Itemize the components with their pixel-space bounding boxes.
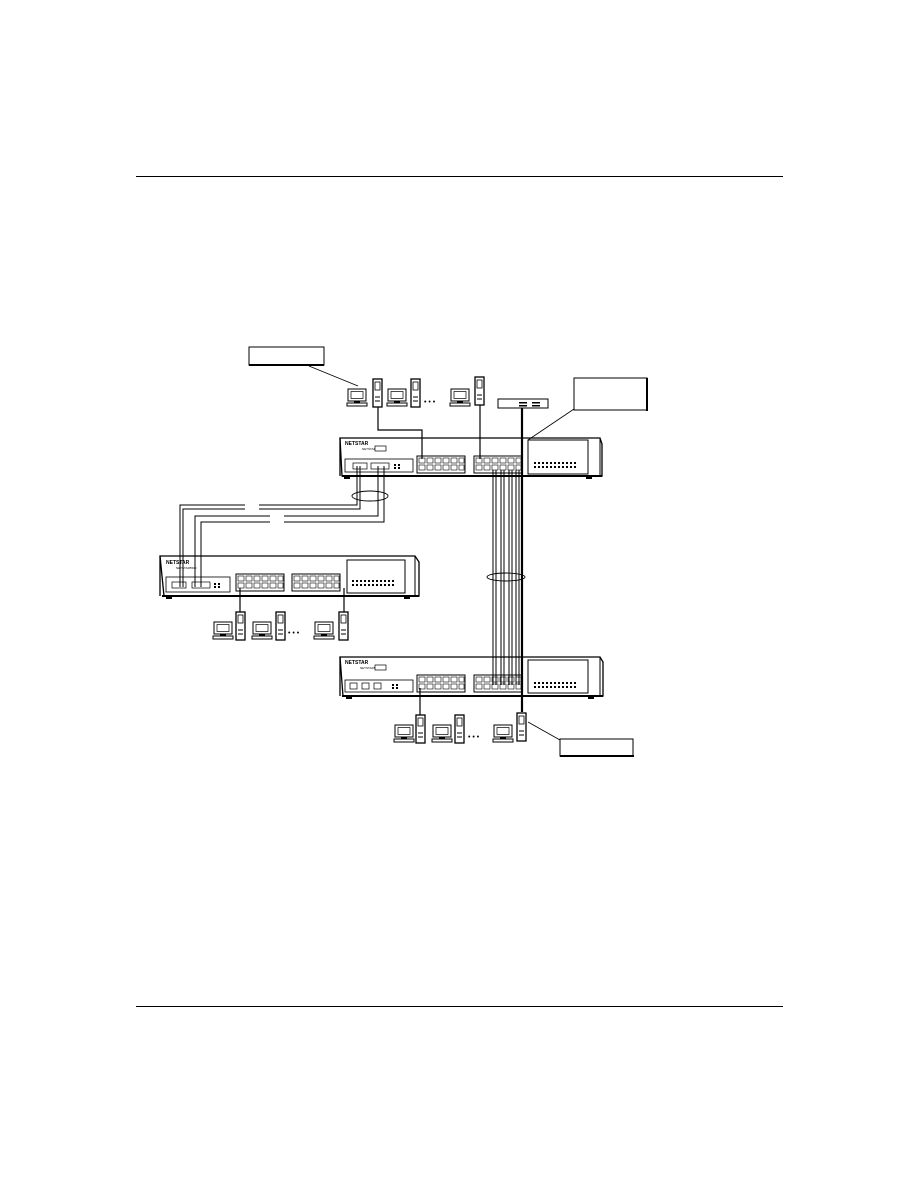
desktop-icon <box>431 724 453 743</box>
tower-icon <box>415 714 426 744</box>
tower-icon <box>410 378 421 408</box>
desktop-icon <box>346 388 368 407</box>
left-switch-model: NETSTAR5500 <box>176 566 197 570</box>
lag-ellipse-core-left <box>351 490 389 502</box>
bottom-port-block-1 <box>416 674 466 693</box>
left-ellipsis: • • • <box>288 630 300 637</box>
left-workstations: • • • <box>212 611 349 641</box>
core-switch: NETSTAR NETSTAR5500 <box>339 437 603 479</box>
left-port-block-2 <box>291 573 341 592</box>
header-rule <box>136 176 783 177</box>
bottom-switch-model: NETSTAR5500 <box>360 666 381 670</box>
callout-top-left <box>248 346 359 387</box>
callout-top-right <box>527 377 648 441</box>
tower-icon <box>372 378 383 408</box>
bottom-switch: NETSTAR NETSTAR5500 <box>339 656 604 699</box>
bottom-port-block-2 <box>473 674 523 693</box>
desktop-icon <box>212 621 234 640</box>
tower-icon <box>516 712 527 742</box>
top-workstations: • • • <box>346 376 485 408</box>
tower-icon <box>338 611 349 641</box>
core-switch-brand: NETSTAR <box>345 441 369 447</box>
desktop-icon <box>492 724 514 743</box>
tower-icon <box>454 714 465 744</box>
desktop-icon <box>313 621 335 640</box>
core-switch-model: NETSTAR5500 <box>362 447 383 451</box>
desktop-icon <box>386 388 408 407</box>
bottom-ellipsis: • • • <box>468 734 480 741</box>
tower-icon <box>235 611 246 641</box>
core-port-block-2 <box>473 455 523 474</box>
connections <box>179 405 524 715</box>
core-port-block-1 <box>416 455 466 474</box>
desktop-icon <box>449 388 471 407</box>
router-icon <box>497 398 549 409</box>
left-switch: NETSTAR NETSTAR5500 <box>159 555 420 599</box>
left-port-block-1 <box>235 573 285 592</box>
desktop-icon <box>393 724 415 743</box>
console-port-icon <box>374 445 387 452</box>
desktop-icon <box>251 621 273 640</box>
top-ellipsis: • • • <box>424 399 436 406</box>
tower-icon <box>474 376 485 406</box>
bottom-switch-brand: NETSTAR <box>345 660 369 666</box>
footer-rule <box>136 1006 783 1007</box>
lag-ellipse-core-bottom <box>486 572 526 582</box>
left-switch-brand: NETSTAR <box>166 560 190 566</box>
bottom-workstations: • • • <box>393 712 527 744</box>
tower-icon <box>275 611 286 641</box>
callout-bottom-right <box>527 721 634 757</box>
